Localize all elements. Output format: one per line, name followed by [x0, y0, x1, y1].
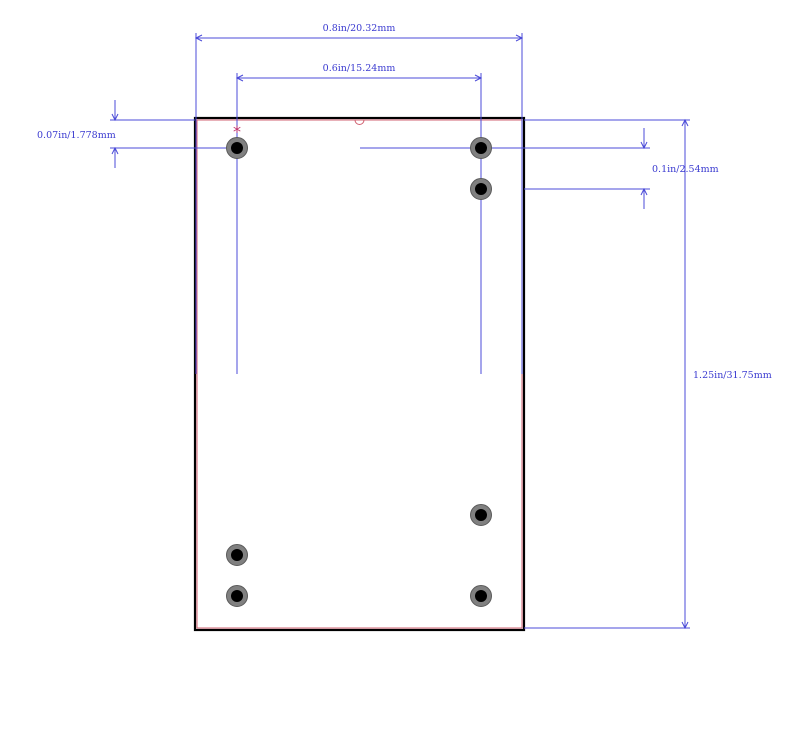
pad-2	[470, 137, 492, 159]
pin-row-spacing-dimension: 0.6in/15.24mm	[235, 63, 483, 82]
overall-height-dimension: 1.25in/31.75mm	[681, 118, 772, 630]
pad-7	[470, 585, 492, 607]
pad-4	[470, 504, 492, 526]
overall-width-label: 0.8in/20.32mm	[323, 23, 396, 34]
pad-6	[226, 585, 248, 607]
orientation-notch	[354, 119, 365, 125]
pads	[226, 137, 492, 607]
pin1-marker: *	[233, 122, 241, 141]
pad-1	[226, 137, 248, 159]
edge-offset-dimension: 0.07in/1.778mm	[37, 100, 119, 168]
pin-pitch-dimension: 0.1in/2.54mm	[640, 128, 719, 209]
edge-offset-label: 0.07in/1.778mm	[37, 130, 116, 141]
overall-height-label: 1.25in/31.75mm	[693, 370, 772, 381]
overall-width-dimension: 0.8in/20.32mm	[194, 23, 524, 42]
pad-3	[470, 178, 492, 200]
pin-row-spacing-label: 0.6in/15.24mm	[323, 63, 396, 74]
pad-5	[226, 544, 248, 566]
board-outline	[193, 116, 526, 632]
pin-reference-lines	[110, 33, 690, 629]
